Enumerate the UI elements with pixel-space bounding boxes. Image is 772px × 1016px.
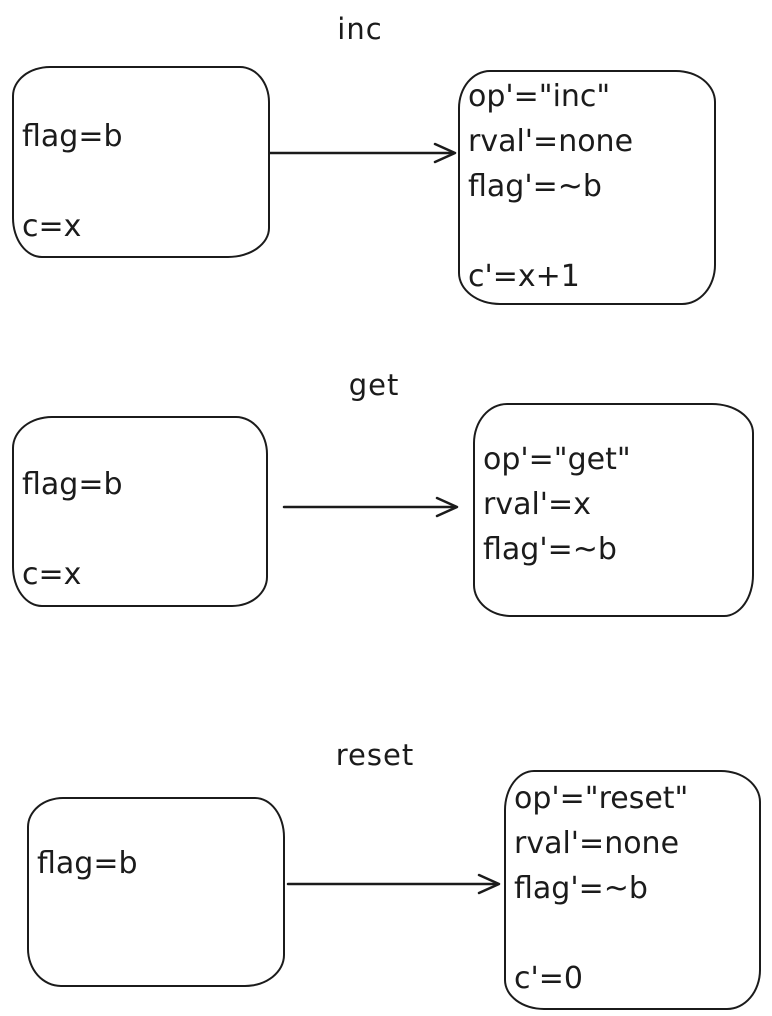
- transition-label-get: get: [348, 368, 400, 402]
- pre-state-box-get: flag=b c=x: [12, 416, 268, 607]
- post-state-text-inc: op'="inc" rval'=none flag'=~b c'=x+1: [468, 79, 634, 294]
- transition-arrow-icon: [286, 873, 501, 895]
- pre-state-box-inc: flag=b c=x: [12, 66, 270, 258]
- pre-state-text-reset: flag=b: [37, 846, 138, 881]
- pre-state-text-inc: flag=b c=x: [22, 119, 123, 244]
- post-state-box-reset: op'="reset" rval'=none flag'=~b c'=0: [504, 770, 761, 1010]
- transition-arrow-icon: [282, 496, 459, 518]
- post-state-box-inc: op'="inc" rval'=none flag'=~b c'=x+1: [458, 70, 716, 305]
- post-state-text-get: op'="get" rval'=x flag'=~b: [483, 442, 631, 567]
- transition-arrow-icon: [268, 142, 457, 164]
- post-state-text-reset: op'="reset" rval'=none flag'=~b c'=0: [514, 781, 689, 996]
- transition-label-reset: reset: [335, 738, 415, 772]
- pre-state-box-reset: flag=b: [27, 797, 285, 987]
- pre-state-text-get: flag=b c=x: [22, 467, 123, 592]
- transition-label-inc: inc: [337, 12, 383, 46]
- post-state-box-get: op'="get" rval'=x flag'=~b: [473, 403, 754, 617]
